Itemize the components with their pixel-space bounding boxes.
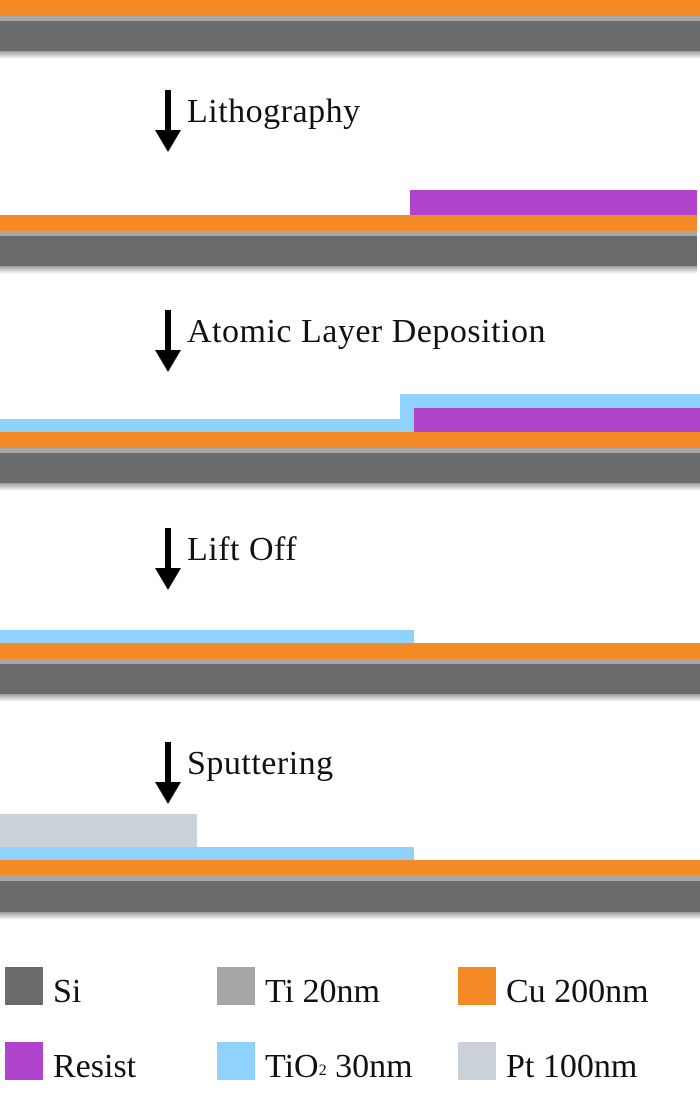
pt-layer (0, 814, 197, 847)
legend-item-tio2: TiO2 30nm (217, 1036, 413, 1086)
resist-layer (410, 190, 697, 215)
legend-item-ti: Ti 20nm (217, 961, 380, 1011)
legend-item-resist: Resist (5, 1036, 136, 1086)
ti-layer (0, 231, 697, 236)
tio2-layer-top (400, 394, 700, 408)
ti-layer (0, 448, 700, 453)
cu-swatch (458, 967, 496, 1005)
cu-layer (0, 643, 700, 659)
arrow-down-icon (155, 310, 181, 374)
si-substrate (0, 21, 700, 59)
tio2-layer (0, 847, 414, 860)
legend-item-cu: Cu 200nm (458, 961, 649, 1011)
si-substrate (0, 881, 700, 920)
step-lithography: Lithography (155, 90, 361, 154)
step-label: Lithography (187, 93, 361, 130)
ti-layer (0, 875, 700, 881)
step-sputtering: Sputtering (155, 742, 334, 806)
step-label: Sputtering (187, 745, 334, 782)
legend-item-pt: Pt 100nm (458, 1036, 637, 1086)
arrow-down-icon (155, 90, 181, 154)
si-substrate (0, 453, 700, 491)
step-label: Atomic Layer Deposition (187, 313, 546, 350)
cu-layer (0, 860, 700, 875)
step-atomic-layer-deposition: Atomic Layer Deposition (155, 310, 546, 374)
cu-layer (0, 432, 700, 448)
tio2-layer (0, 630, 414, 643)
arrow-down-icon (155, 528, 181, 592)
si-swatch (5, 967, 43, 1005)
tio2-swatch (217, 1042, 255, 1080)
tio2-layer-bottom (0, 419, 414, 432)
resist-swatch (5, 1042, 43, 1080)
resist-layer (414, 408, 700, 432)
arrow-down-icon (155, 742, 181, 806)
si-substrate (0, 664, 700, 702)
ti-layer (0, 16, 700, 21)
step-label: Lift Off (187, 531, 298, 568)
legend-item-si: Si (5, 961, 81, 1011)
si-substrate (0, 236, 697, 274)
ti-swatch (217, 967, 255, 1005)
cu-layer (0, 215, 697, 231)
cu-layer (0, 0, 700, 16)
step-lift-off: Lift Off (155, 528, 297, 592)
ti-layer (0, 659, 700, 664)
pt-swatch (458, 1042, 496, 1080)
